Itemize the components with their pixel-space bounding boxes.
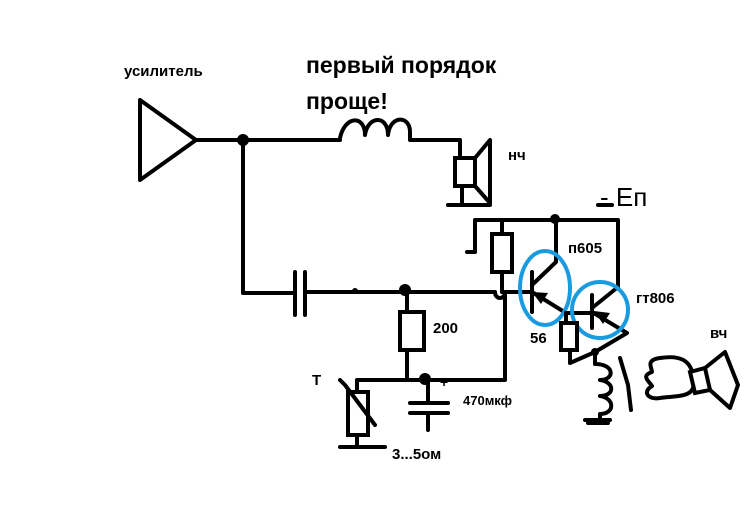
- wire-branch: [241, 138, 297, 295]
- amplifier-symbol: [138, 98, 198, 182]
- transistor-gt806: [564, 285, 629, 354]
- title-line1: первый порядок: [306, 52, 497, 78]
- woofer-speaker: [446, 138, 492, 207]
- label-thermistor-value: 3...5ом: [392, 446, 442, 463]
- resistor-56: [559, 321, 579, 352]
- wire-base: [303, 290, 532, 300]
- highlight-circle: [518, 249, 572, 327]
- tweeter-speaker: [687, 350, 740, 410]
- label-supply: - Eп: [600, 182, 648, 212]
- label-plus: +: [440, 374, 449, 390]
- label-woofer: нч: [508, 147, 526, 164]
- label-transistor1: п605: [568, 240, 603, 257]
- wire-bottom: [355, 290, 507, 392]
- ground: [583, 418, 612, 425]
- label-thermistor: Т: [312, 372, 322, 389]
- title-line2: проще!: [306, 88, 388, 114]
- series-inductor: [338, 117, 462, 160]
- wire-56: [564, 311, 597, 365]
- label-resistor-56: 56: [530, 330, 547, 347]
- highlight-circle: [570, 280, 630, 340]
- resistor-200: [398, 310, 426, 352]
- label-resistor-200: 200: [433, 320, 459, 337]
- label-capacitor: 470мкф: [463, 393, 513, 408]
- transformer-core: [618, 356, 633, 412]
- label-transistor2: гт806: [636, 290, 675, 307]
- ground: [338, 433, 387, 449]
- label-amplifier: усилитель: [124, 63, 203, 80]
- bias-resistor: [490, 232, 514, 274]
- transformer-primary: [593, 350, 614, 422]
- thermistor-slash: [338, 378, 377, 427]
- transistor-p605: [530, 218, 568, 315]
- label-tweeter: вч: [710, 325, 728, 342]
- coupling-capacitor: [293, 270, 307, 317]
- junction-dot: [352, 288, 358, 294]
- supply-rail: [465, 218, 620, 289]
- transformer-secondary: [644, 355, 695, 401]
- capacitor-470: [408, 377, 450, 432]
